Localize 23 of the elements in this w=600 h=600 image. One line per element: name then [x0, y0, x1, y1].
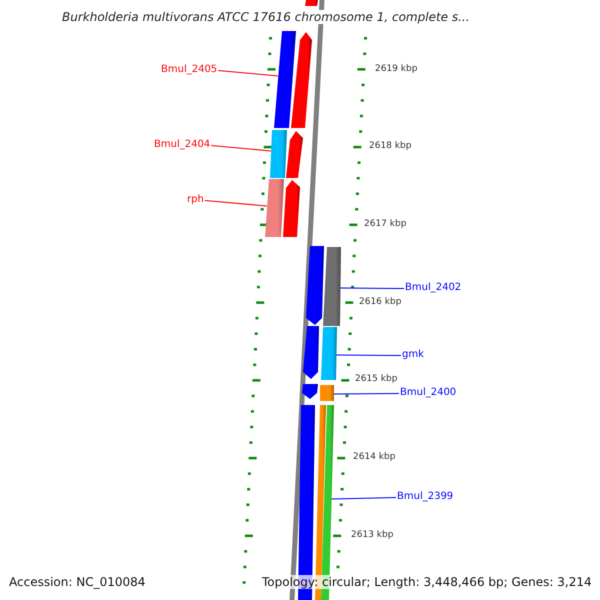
- gene-label: Bmul_2402: [405, 282, 462, 293]
- gene-label: Bmul_2405: [161, 64, 218, 75]
- footer-text: Topology: circular; Length: 3,448,466 bp; Genes: 3,214: [262, 575, 592, 589]
- leader-line: [218, 70, 278, 76]
- scale-label: 2617 kbp: [364, 219, 406, 229]
- gene-label: gmk: [402, 349, 424, 360]
- leader-line: [331, 497, 396, 500]
- leader-line: [336, 354, 402, 356]
- scale-label: 2613 kbp: [351, 530, 394, 540]
- footer-text: Accession: NC_010084: [9, 575, 146, 589]
- leader-line: [210, 145, 272, 152]
- scale-label: 2618 kbp: [369, 141, 412, 151]
- scale-label: 2616 kbp: [359, 297, 402, 307]
- scale-label: 2614 kbp: [353, 452, 396, 462]
- leader-line: [334, 393, 400, 394]
- scale-label: 2619 kbp: [375, 64, 418, 74]
- gene-label: Bmul_2404: [154, 139, 210, 150]
- scale-label: 2615 kbp: [355, 374, 398, 384]
- leader-line: [340, 288, 404, 289]
- gene-label: Bmul_2400: [400, 387, 456, 398]
- gene-label: Bmul_2399: [397, 491, 454, 502]
- gene-label: rph: [187, 194, 204, 205]
- leader-line: [204, 200, 268, 206]
